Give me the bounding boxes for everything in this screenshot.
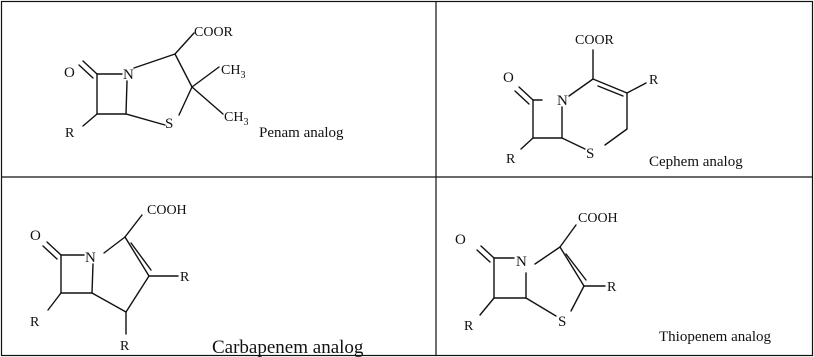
thiopenem-ring-s-label: S [558, 314, 566, 330]
cephem-r2-label: R [649, 73, 659, 88]
penam-caption: Penam analog [259, 125, 344, 141]
carbapenem-cooh-label: COOH [147, 203, 187, 218]
penam-ring-s-label: S [165, 116, 173, 132]
thiopenem-carbonyl-o-label: O [455, 232, 466, 248]
cephem-caption: Cephem analog [649, 154, 743, 170]
cephem-coor-label: COOR [575, 33, 615, 48]
thiopenem-r1-label: R [464, 319, 474, 334]
penam-ch3-top-label: CH3 [221, 63, 245, 81]
carbapenem-caption: Carbapenem analog [212, 337, 364, 357]
cephem-structure [514, 49, 647, 150]
thiopenem-caption: Thiopenem analog [659, 329, 772, 345]
thiopenem-structure [476, 224, 606, 317]
penam-ring-n-label: N [123, 67, 134, 83]
cephem-ring-s-label: S [586, 146, 594, 162]
cephem-r1-label: R [506, 152, 516, 167]
cephem-ring-n-label: N [557, 93, 568, 109]
thiopenem-ring-n-label: N [516, 254, 527, 270]
carbapenem-r3-label: R [120, 339, 130, 354]
carbapenem-r2-label: R [180, 270, 190, 285]
carbapenem-structure [42, 214, 179, 335]
thiopenem-cooh-label: COOH [578, 211, 618, 226]
carbapenem-ring-n-label: N [85, 250, 96, 266]
carbapenem-carbonyl-o-label: O [30, 228, 41, 244]
thiopenem-r2-label: R [607, 280, 617, 295]
penam-ch3-bottom-label: CH3 [224, 110, 248, 128]
penam-carbonyl-o-label: O [64, 65, 75, 81]
cephem-carbonyl-o-label: O [503, 70, 514, 86]
penam-structure [78, 32, 224, 127]
carbapenem-r1-label: R [30, 315, 40, 330]
penam-r1-label: R [65, 126, 75, 141]
penam-coor-label: COOR [194, 25, 234, 40]
